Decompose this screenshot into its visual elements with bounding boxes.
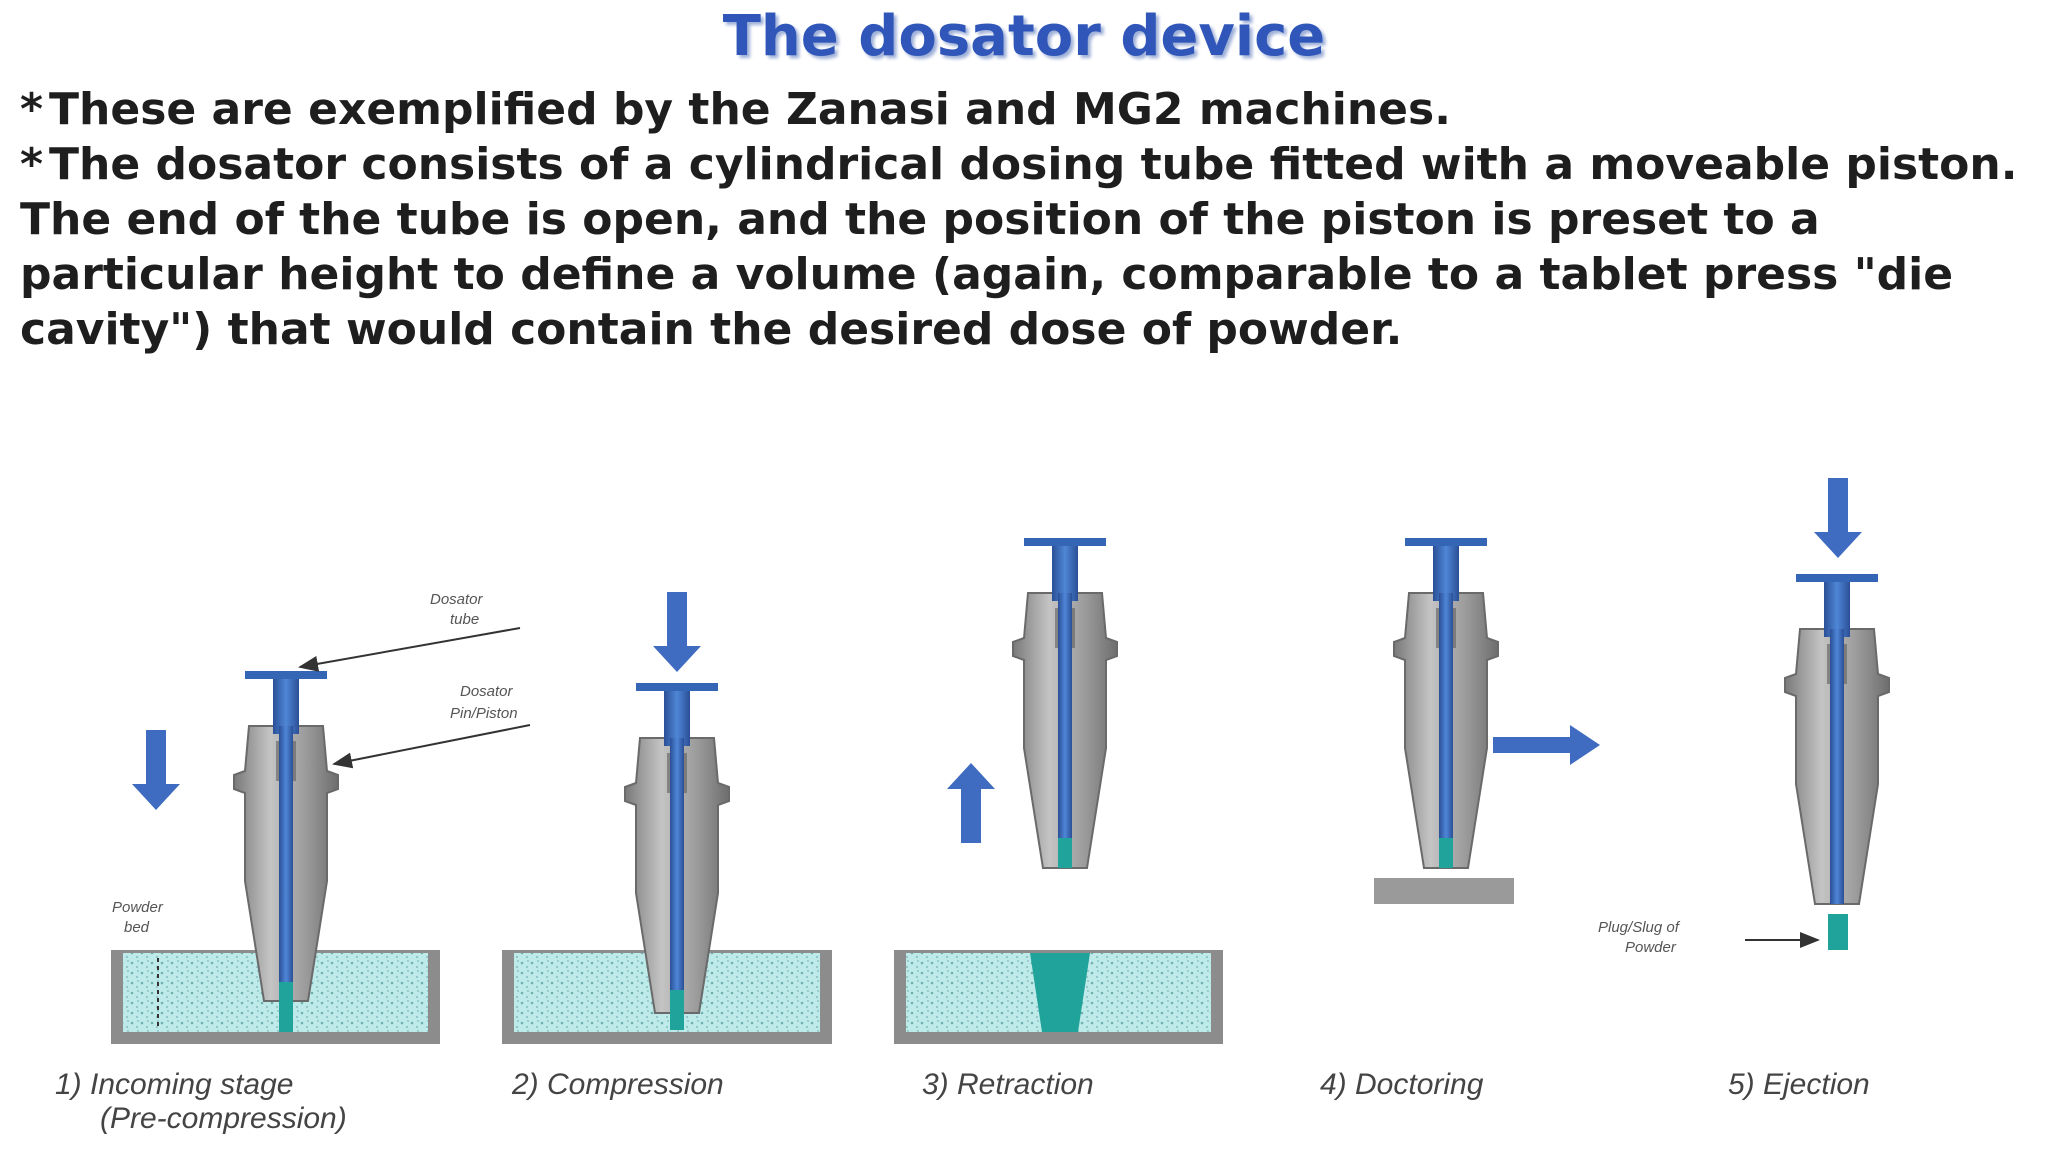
- retraction-cavity: [1030, 953, 1090, 1032]
- stage-caption-5: 5) Ejection: [1728, 1068, 1870, 1101]
- callout-dosator-tube-2: tube: [450, 611, 479, 628]
- dosator: [1784, 573, 1890, 905]
- callout-powder-bed-1: Powder: [112, 899, 164, 916]
- down-arrow-icon: [1814, 478, 1862, 558]
- callout-plug-2: Powder: [1625, 939, 1677, 956]
- stage-caption-2: 2) Compression: [511, 1068, 724, 1101]
- callout-leader-pin: [332, 724, 531, 769]
- callout-labels: Dosator tube Dosator Pin/Piston Powder b…: [112, 591, 1681, 956]
- right-arrow-icon: [1570, 725, 1600, 765]
- right-arrow-body: [1493, 737, 1575, 753]
- callout-dosator-pin-2: Pin/Piston: [450, 705, 518, 722]
- down-arrow-icon: [132, 730, 180, 810]
- stage-caption-3: 3) Retraction: [922, 1068, 1094, 1101]
- powder-plug: [670, 990, 684, 1030]
- callout-dosator-pin-1: Dosator: [460, 683, 514, 700]
- stage-caption-1-sub: (Pre-compression): [100, 1102, 347, 1135]
- dosator: [1393, 537, 1499, 869]
- down-arrow-icon: [653, 592, 701, 672]
- bullet-text-2: The dosator consists of a cylindrical do…: [20, 139, 2018, 355]
- stage-1-incoming: [111, 627, 531, 1044]
- up-arrow-icon: [947, 763, 995, 843]
- page-title: The dosator device: [722, 4, 1326, 69]
- bullet-marker: *: [20, 139, 44, 190]
- callout-dosator-tube-1: Dosator: [430, 591, 484, 608]
- powder-plug: [1058, 838, 1072, 868]
- powder-plug: [1439, 838, 1453, 868]
- bullet-item-1: *These are exemplified by the Zanasi and…: [20, 82, 2030, 137]
- stage-5-ejection: [1745, 478, 1890, 950]
- dosator: [1012, 537, 1118, 869]
- callout-leader-tube: [298, 627, 521, 672]
- stage-captions: 1) Incoming stage (Pre-compression) 2) C…: [55, 1068, 1870, 1135]
- stage-3-retraction: [894, 537, 1223, 1044]
- bullet-list: *These are exemplified by the Zanasi and…: [20, 82, 2030, 357]
- callout-powder-bed-2: bed: [124, 919, 150, 936]
- callout-plug-1: Plug/Slug of: [1598, 919, 1681, 936]
- stage-2-compression: [502, 592, 832, 1044]
- powder-plug: [279, 982, 293, 1032]
- bullet-marker: *: [20, 84, 44, 135]
- doctoring-plate: [1374, 878, 1514, 904]
- bullet-text-1: These are exemplified by the Zanasi and …: [49, 84, 1451, 135]
- stage-4-doctoring: [1374, 537, 1600, 904]
- stage-caption-1: 1) Incoming stage: [55, 1068, 293, 1101]
- ejected-plug: [1828, 914, 1848, 950]
- stage-caption-4: 4) Doctoring: [1320, 1068, 1484, 1101]
- bullet-item-2: *The dosator consists of a cylindrical d…: [20, 137, 2030, 357]
